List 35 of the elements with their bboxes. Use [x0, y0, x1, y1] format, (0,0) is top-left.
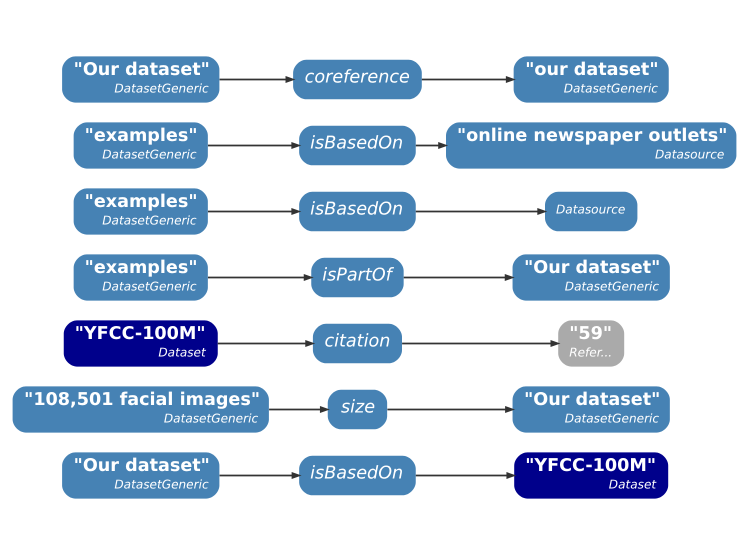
node-box: "examples" DatasetGeneric [74, 188, 208, 235]
arrow [416, 208, 548, 215]
arrow [402, 340, 560, 347]
arrow [404, 274, 515, 281]
node-box: "Our dataset" DatasetGeneric [512, 254, 670, 301]
arrow [208, 208, 302, 215]
node-box: "Our dataset" DatasetGeneric [62, 56, 220, 103]
node-box: "Our dataset" DatasetGeneric [62, 452, 220, 499]
node-box: "YFCC-100M" Dataset [514, 452, 668, 499]
node-box: isPartOf [311, 258, 404, 298]
node-box: isBasedOn [299, 456, 416, 496]
arrow [218, 340, 316, 347]
arrow [208, 142, 302, 149]
node-box: size [328, 390, 388, 430]
arrow [416, 142, 448, 149]
arrow [208, 274, 314, 281]
arrow [269, 406, 330, 413]
node-box: "examples" DatasetGeneric [74, 254, 208, 301]
node-box: citation [312, 324, 402, 364]
node-box: Datasource [545, 192, 638, 232]
node-box: "examples" DatasetGeneric [74, 122, 208, 169]
node-box: isBasedOn [299, 126, 416, 166]
node-box: "online newspaper outlets" Datasource [446, 122, 736, 169]
arrow [416, 472, 516, 479]
arrow [387, 406, 516, 413]
node-box: "Our dataset" DatasetGeneric [512, 386, 670, 433]
arrow [422, 76, 516, 83]
arrow [220, 76, 296, 83]
arrow [220, 472, 302, 479]
node-box: coreference [293, 60, 422, 100]
node-box: "our dataset" DatasetGeneric [514, 56, 669, 103]
node-box: "59" Refer... [558, 320, 624, 367]
node-box: isBasedOn [299, 192, 416, 232]
node-box: "108,501 facial images" DatasetGeneric [12, 386, 269, 433]
node-box: "YFCC-100M" Dataset [64, 320, 218, 367]
